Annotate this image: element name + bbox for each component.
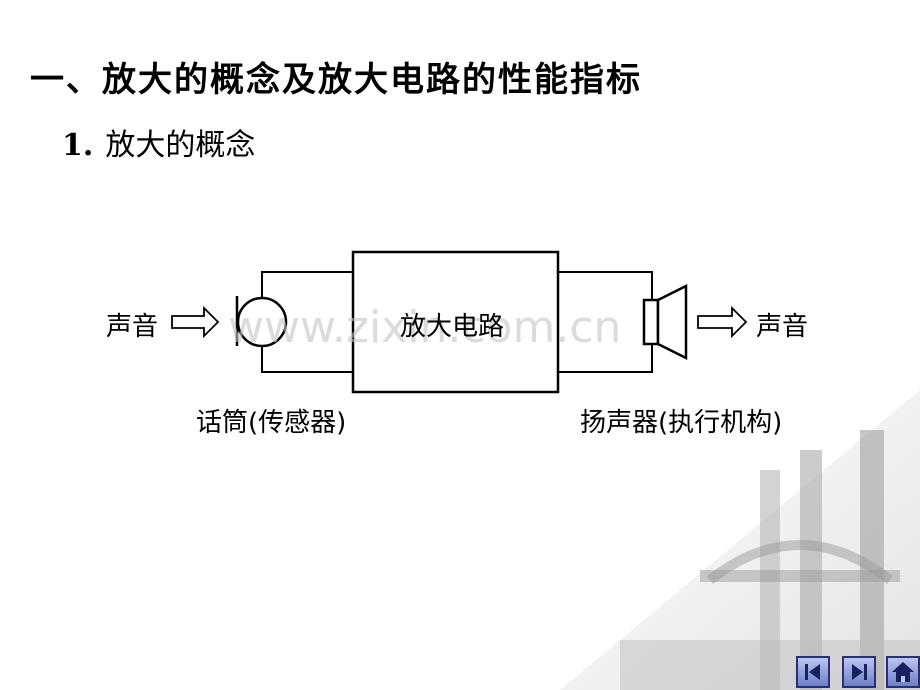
input-sound-arrow-icon [171, 305, 220, 339]
section-subheading: 1. 放大的概念 [62, 120, 255, 164]
section-number: 1. [62, 128, 94, 163]
microphone-icon [235, 296, 288, 348]
output-wires [558, 271, 653, 373]
output-sound-arrow-icon [697, 305, 748, 339]
section-title: 放大的概念 [105, 128, 256, 163]
microphone-caption: 话筒(传感器) [196, 408, 347, 438]
input-wires [261, 271, 353, 373]
next-slide-button[interactable] [842, 656, 876, 688]
home-icon [892, 662, 914, 682]
home-button[interactable] [886, 656, 920, 688]
next-slide-icon [852, 664, 867, 680]
output-sound-label: 声音 [756, 312, 809, 342]
slide-heading: 一、放大的概念及放大电路的性能指标 [30, 60, 642, 100]
speaker-icon [642, 283, 688, 361]
speaker-caption: 扬声器(执行机构) [580, 408, 783, 438]
amplifier-block [351, 250, 560, 394]
prev-slide-button[interactable] [796, 656, 830, 688]
input-sound-label: 声音 [106, 312, 159, 342]
prev-slide-icon [805, 664, 820, 680]
amplifier-label: 放大电路 [400, 312, 505, 342]
watermark: www.zixin.com.cn [228, 302, 621, 353]
